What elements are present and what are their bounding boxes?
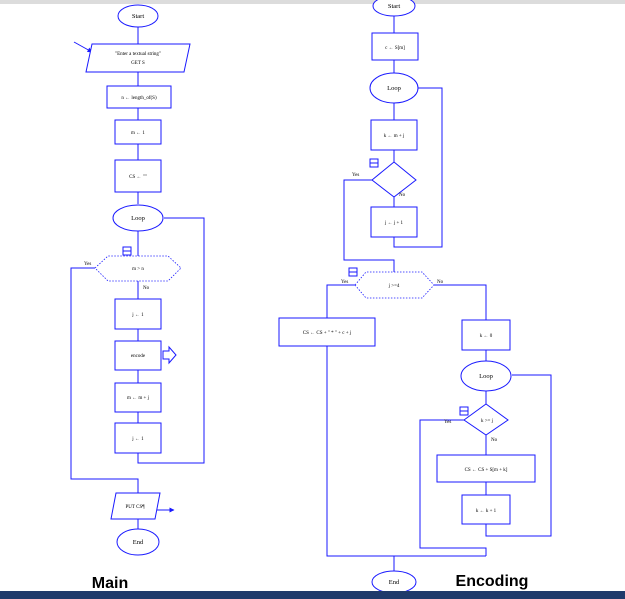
enc-loop1-label: Loop [387,85,401,92]
enc-yes-label-1: Yes [352,173,359,178]
enc-k-increment-box [461,494,511,525]
enc-k-zero-box [461,319,511,351]
enc-loop2-node [460,360,512,392]
main-n-assign-box [106,85,172,109]
enc-cs-concat-label: CS ← CS + " * " + c + j [303,331,351,336]
enc-cs-append-label: CS ← CS + S[m + k] [465,468,508,473]
main-m-assign-label: m ← 1 [131,131,145,136]
encoding-connectors [326,16,552,572]
enc-k-assign-box [370,119,418,151]
enc-yes-label-2: Yes [341,280,348,285]
enc-yes-label-3: Yes [444,420,451,425]
main-j-assign-label-1: j ← 1 [131,313,144,318]
main-output-label: PUT CS¶ [126,505,146,510]
enc-k-zero-label: k ← 0 [480,334,493,339]
main-loop-label: Loop [131,215,145,222]
enc-loop2-label: Loop [479,373,493,380]
enc-no-label-1: No [399,193,406,198]
enc-no-label-2: No [437,280,444,285]
enc-j-increment-label: j ← j + 1 [384,221,404,226]
enc-k-condition-label: k >= j [481,419,493,424]
main-m-update-box [114,382,162,413]
main-section-title: Main [92,575,128,592]
main-flowchart: Start "Enter a textual string" GET S n ←… [70,4,205,592]
main-start-terminal [117,4,159,28]
main-j-assign-box-1 [114,298,162,330]
main-j-assign-label-2: j ← 1 [131,437,144,442]
enc-k-assign-label: k ← m + j [384,134,405,139]
main-cs-assign-box [114,159,162,193]
main-m-assign-box [114,119,162,145]
main-condition-label: m > n [132,267,144,272]
main-input-line2: GET S [131,61,145,66]
main-input-line1: "Enter a textual string" [115,52,161,57]
encoding-flowchart: Start c ← S[m] Loop k ← m + j Yes No j ←… [278,0,552,594]
enc-k-increment-label: k ← k + 1 [476,509,497,514]
main-encode-box [114,340,162,371]
main-input-box [85,43,191,73]
enc-j-condition-label: j >=4 [388,284,400,289]
enc-j-condition-diamond [354,271,435,299]
encoding-section-title: Encoding [456,573,529,590]
main-j-assign-box-2 [114,422,162,454]
main-cs-assign-label: CS ← "" [129,175,147,180]
enc-cs-append-box [436,454,536,483]
main-output-box [110,492,161,520]
main-yes-label: Yes [84,262,91,267]
main-no-label: No [143,286,150,291]
main-start-label: Start [132,13,144,20]
main-end-label: End [133,539,144,546]
enc-c-assign-box [371,32,419,61]
enc-inner-decision-diamond [371,161,417,198]
enc-j-increment-box [370,206,418,238]
main-m-update-label: m ← m + j [127,396,149,401]
main-n-assign-label: n ← length_of(S) [121,96,157,101]
main-end-terminal [116,528,160,556]
bottom-bar [0,591,625,599]
enc-loop1-node [369,72,419,104]
top-bar [0,0,625,4]
enc-k-condition-diamond [463,403,509,436]
main-loop-node [112,204,164,232]
main-connectors [70,27,205,529]
subroutine-arrow-icon [162,345,177,365]
enc-start-label: Start [388,3,400,10]
enc-start-terminal [372,0,416,17]
enc-no-label-3: No [491,438,498,443]
enc-c-assign-label: c ← S[m] [385,46,405,51]
enc-end-label: End [389,579,400,586]
enc-cs-concat-box [278,317,376,347]
main-encode-label: encode [131,354,146,359]
